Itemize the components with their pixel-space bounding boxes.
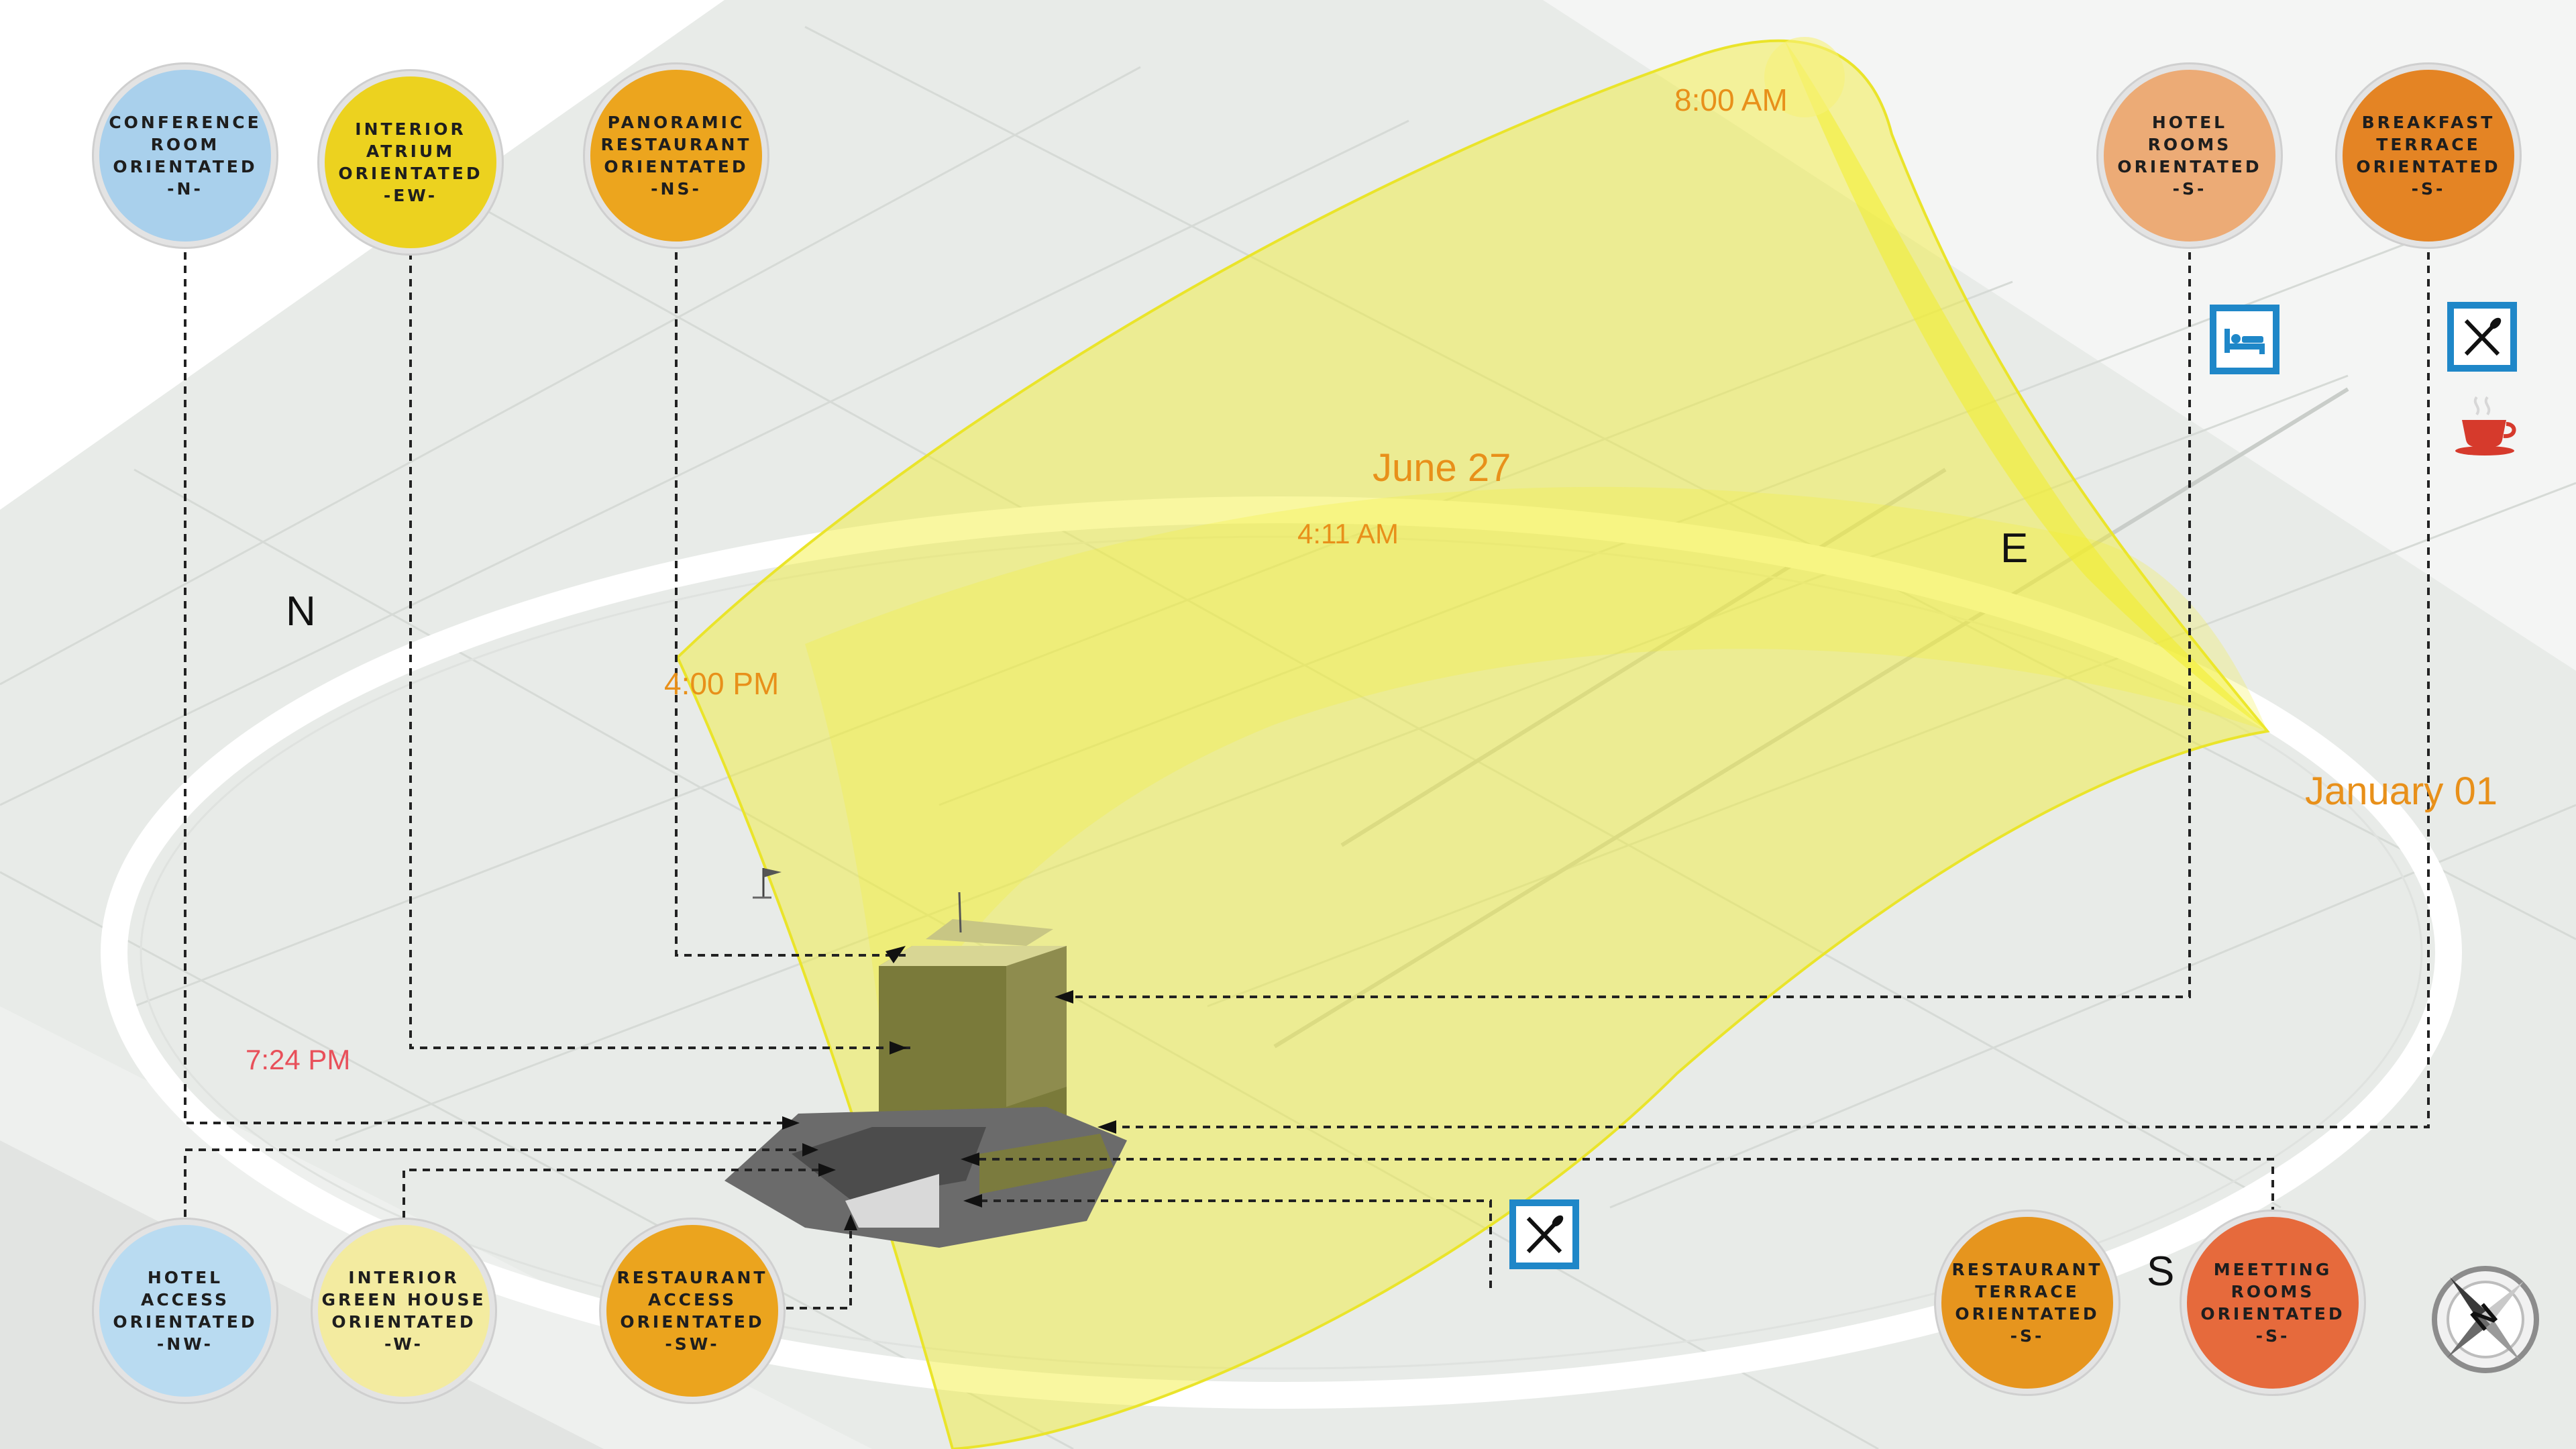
restaurant-terrace-label: RESTAURANT TERRACE ORIENTATED -S- [1951,1260,2103,1346]
restaurant-terrace-circle: RESTAURANT TERRACE ORIENTATED -S- [1936,1212,2118,1394]
restaurant-access-circle: RESTAURANT ACCESS ORIENTATED -SW- [601,1220,784,1402]
restaurant-icon [2447,302,2517,372]
compass-rose-icon: N [2423,1257,2548,1382]
south-label: S [2147,1248,2175,1295]
time-724pm-label: 7:24 PM [246,1044,351,1075]
interior-atrium-circle: INTERIOR ATRIUM ORIENTATED -EW- [319,71,502,254]
site-flag-marker [753,868,782,899]
meeting-rooms-label: MEETTING ROOMS ORIENTATED -S- [2200,1260,2345,1346]
interior-green-house-circle: INTERIOR GREEN HOUSE ORIENTATED -W- [313,1220,495,1402]
coffee-cup-icon [2455,396,2516,455]
conference-room-label: CONFERENCE ROOM ORIENTATED -N- [109,113,262,199]
breakfast-terrace-label: BREAKFAST TERRACE ORIENTATED -S- [2356,113,2501,199]
hotel-rooms-circle: HOTEL ROOMS ORIENTATED -S- [2098,64,2281,247]
north-label: N [286,588,316,635]
connector-arrowheads [782,946,1116,1230]
restaurant-access-label: RESTAURANT ACCESS ORIENTATED -SW- [616,1268,768,1354]
panoramic-restaurant-label: PANORAMIC RESTAURANT ORIENTATED -NS- [600,113,752,199]
winter-date-label: January 01 [2305,769,2498,813]
track-ellipse [101,496,2462,1409]
meeting-rooms-circle: MEETTING ROOMS ORIENTATED -S- [2182,1212,2364,1394]
hotel-access-circle: HOTEL ACCESS ORIENTATED -NW- [94,1220,276,1402]
panoramic-restaurant-circle: PANORAMIC RESTAURANT ORIENTATED -NS- [585,64,767,247]
time-411am-label: 4:11 AM [1297,518,1399,549]
sun-path-surface [676,39,2270,1449]
interior-green-house-label: INTERIOR GREEN HOUSE ORIENTATED -W- [321,1268,486,1354]
sun-path-inner-band [805,486,2267,1073]
time-8am-label: 8:00 AM [1674,83,1788,117]
hotel-building [724,892,1127,1248]
interior-atrium-label: INTERIOR ATRIUM ORIENTATED -EW- [338,119,483,205]
restaurant-icon [1509,1199,1579,1269]
east-label: E [2000,525,2029,572]
time-4pm-label: 4:00 PM [664,666,780,701]
hotel-rooms-label: HOTEL ROOMS ORIENTATED -S- [2117,113,2262,199]
orientation-connectors [184,252,2430,1309]
sun-position-marker [1764,37,1845,117]
site-ground-right [1543,0,2576,671]
breakfast-terrace-circle: BREAKFAST TERRACE ORIENTATED -S- [2337,64,2520,247]
conference-room-circle: CONFERENCE ROOM ORIENTATED -N- [94,64,276,247]
hotel-access-label: HOTEL ACCESS ORIENTATED -NW- [113,1268,258,1354]
bed-icon [2210,305,2279,374]
summer-date-label: June 27 [1373,446,1511,490]
